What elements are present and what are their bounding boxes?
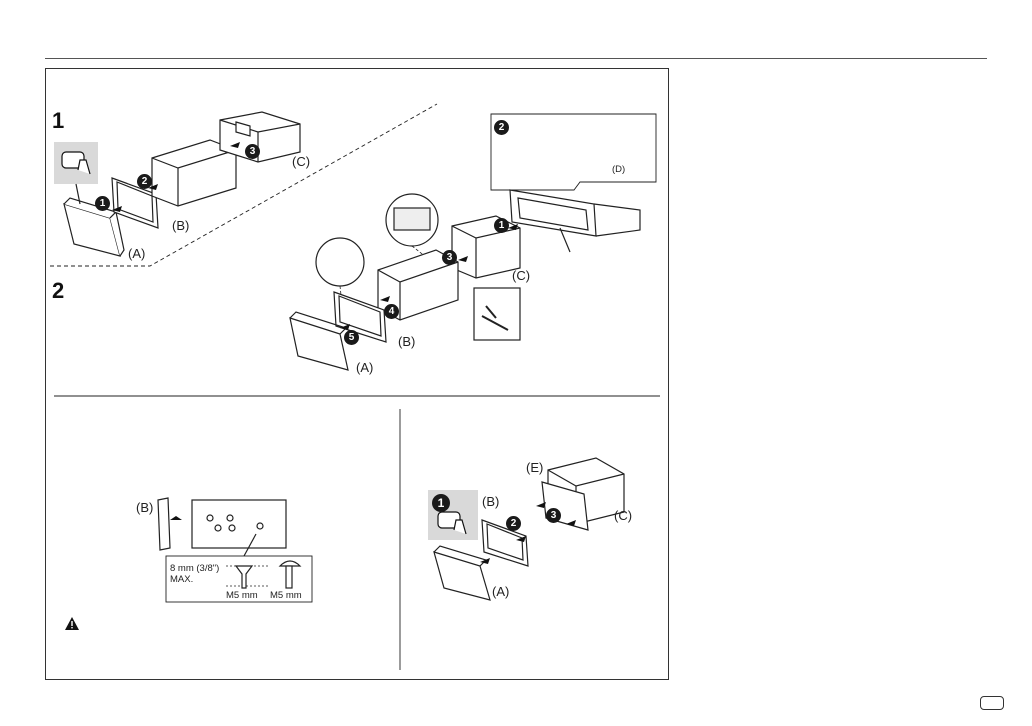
callout-2-box: 2	[494, 120, 509, 135]
label-a-removal: (A)	[492, 584, 509, 599]
label-b-removal: (B)	[482, 494, 499, 509]
callout-4-step2: 4	[384, 304, 399, 319]
screw-length-label: 8 mm (3/8")	[170, 563, 219, 574]
callout-3-removal: 3	[546, 508, 561, 523]
label-b-step1: (B)	[172, 218, 189, 233]
label-d: (D)	[612, 164, 625, 175]
faceplate-a-removal	[434, 546, 490, 600]
label-b-bracket: (B)	[136, 500, 153, 515]
callout-box-d	[491, 114, 656, 190]
side-bracket	[158, 498, 286, 556]
screw-max-label: MAX.	[170, 574, 193, 585]
callout-2-removal: 2	[506, 516, 521, 531]
screw-m5-right-label: M5 mm	[270, 590, 302, 601]
trim-plate-b-step1	[112, 178, 158, 228]
label-a-step2: (A)	[356, 360, 373, 375]
label-a-step1: (A)	[128, 246, 145, 261]
label-e: (E)	[526, 460, 543, 475]
detail-magnifier	[316, 238, 364, 286]
step-number-2: 2	[52, 278, 64, 304]
step-number-1: 1	[52, 108, 64, 134]
callout-5-step2: 5	[344, 330, 359, 345]
callout-1-step1: 1	[95, 196, 110, 211]
callout-3-step1: 3	[245, 144, 260, 159]
sleeve-c-step2	[452, 216, 520, 278]
callout-1-step2: 1	[494, 218, 509, 233]
screw-m5-left-label: M5 mm	[226, 590, 258, 601]
callout-3-step2: 3	[442, 250, 457, 265]
label-c-step2: (C)	[512, 268, 530, 283]
callout-1-removal: 1	[432, 494, 450, 512]
dashboard-mount	[510, 190, 640, 252]
page-badge	[980, 696, 1004, 710]
lever-inset	[474, 288, 520, 340]
callout-2-step1: 2	[137, 174, 152, 189]
label-c-removal: (C)	[614, 508, 632, 523]
label-c-step1: (C)	[292, 154, 310, 169]
label-b-step2: (B)	[398, 334, 415, 349]
